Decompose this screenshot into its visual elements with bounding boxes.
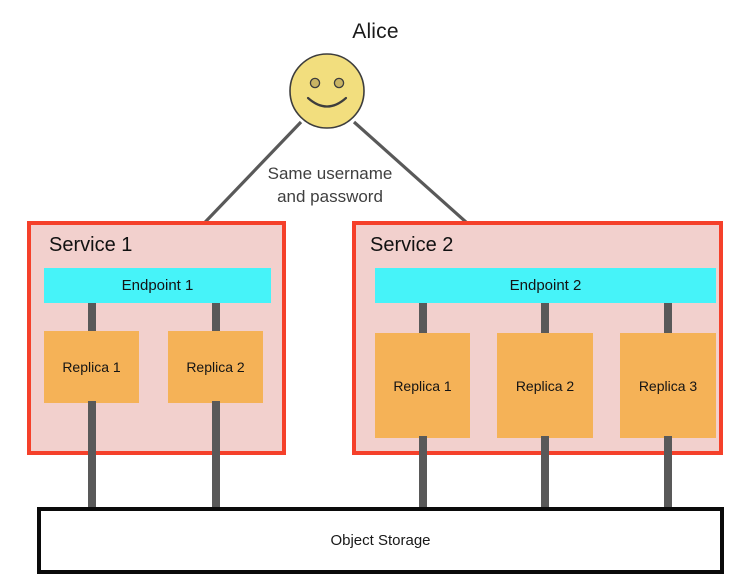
smiley-face-icon <box>287 51 367 131</box>
connector-s1-replica1-to-storage <box>88 401 96 511</box>
service-1-title: Service 1 <box>49 234 133 256</box>
service-1-replica-1-box[interactable]: Replica 1 <box>44 331 139 403</box>
actor-label-alice: Alice <box>352 20 399 43</box>
connector-endpoint2-to-replica1 <box>419 303 427 335</box>
credentials-caption-line-1: Same username <box>267 164 393 183</box>
service-2-replica-2-box[interactable]: Replica 2 <box>497 333 593 438</box>
connector-s1-replica2-to-storage <box>212 401 220 511</box>
face-circle <box>289 53 365 129</box>
connector-endpoint1-to-replica1 <box>88 303 96 333</box>
endpoint-2-box[interactable]: Endpoint 2 <box>375 268 716 303</box>
service-2-title: Service 2 <box>370 234 454 256</box>
credentials-caption: Same username and password <box>240 162 420 208</box>
connector-s2-replica3-to-storage <box>664 436 672 511</box>
service-2-replica-1-box[interactable]: Replica 1 <box>375 333 470 438</box>
smile-arc-icon <box>306 96 348 108</box>
connector-endpoint2-to-replica3 <box>664 303 672 335</box>
connector-endpoint2-to-replica2 <box>541 303 549 335</box>
right-eye-icon <box>333 77 345 89</box>
connector-s2-replica1-to-storage <box>419 436 427 511</box>
endpoint-1-box[interactable]: Endpoint 1 <box>44 268 271 303</box>
smiley-face-svg <box>289 53 365 129</box>
connector-endpoint1-to-replica2 <box>212 303 220 333</box>
credentials-caption-line-2: and password <box>277 187 383 206</box>
object-storage-box[interactable]: Object Storage <box>37 507 724 574</box>
left-eye-icon <box>309 77 321 89</box>
connector-s2-replica2-to-storage <box>541 436 549 511</box>
service-2-replica-3-box[interactable]: Replica 3 <box>620 333 716 438</box>
service-1-replica-2-box[interactable]: Replica 2 <box>168 331 263 403</box>
